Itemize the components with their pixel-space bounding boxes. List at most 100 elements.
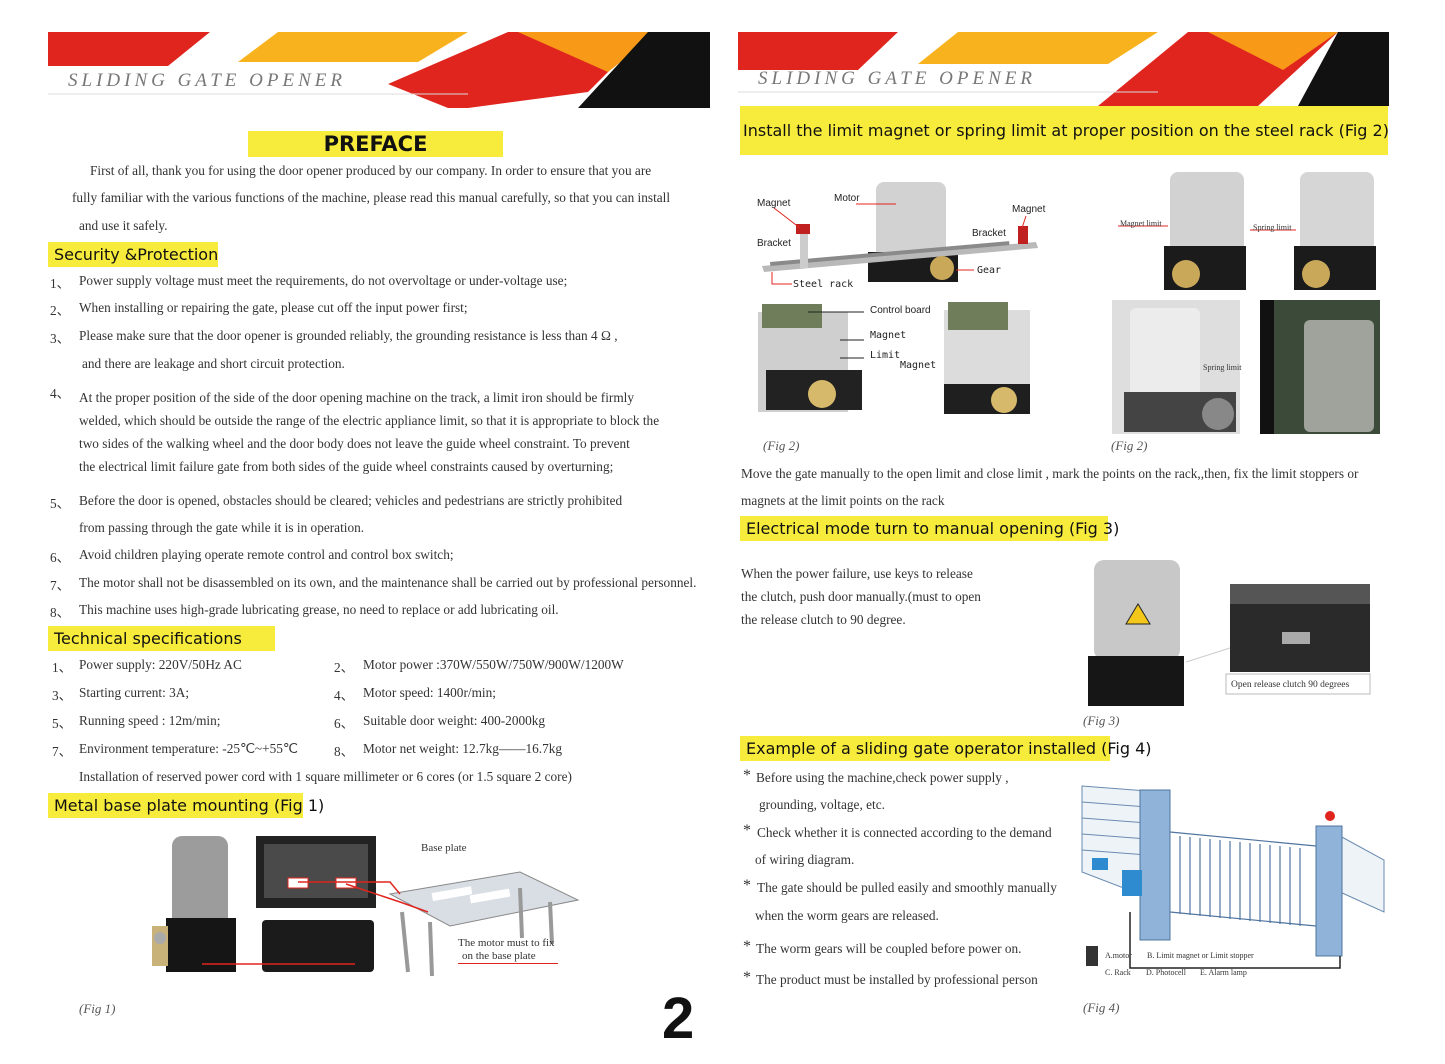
- banner-black-wedge: [578, 32, 710, 108]
- security-item-line: At the proper position of the side of th…: [79, 390, 635, 405]
- fig1-caption: (Fig 1): [79, 1001, 116, 1016]
- limit-text-line: magnets at the limit points on the rack: [741, 493, 945, 508]
- security-item-num: 4、: [50, 386, 70, 401]
- fig2-label: Limit: [870, 350, 901, 361]
- page-number: 2: [662, 986, 695, 1051]
- security-item-num: 2、: [50, 303, 70, 318]
- specs-heading: Technical specifications: [48, 626, 275, 651]
- bullet-line: when the worm gears are released.: [755, 908, 939, 923]
- bullet-line: grounding, voltage, etc.: [759, 797, 885, 812]
- limit-heading: Install the limit magnet or spring limit…: [740, 106, 1389, 155]
- fig4-legend: A.motor: [1105, 951, 1132, 960]
- banner-black-wedge: [1298, 32, 1389, 106]
- preface-line: fully familiar with the various function…: [72, 190, 671, 205]
- fig2-caption-left: (Fig 2): [763, 438, 800, 453]
- fig2-label: Spring limit: [1203, 363, 1242, 372]
- spec-num: 2、: [334, 660, 354, 675]
- fig4-legend: B. Limit magnet or Limit stopper: [1147, 951, 1254, 960]
- right-banner-title: SLIDING GATE OPENER: [758, 68, 1036, 89]
- fig2-label: Spring limit: [1253, 223, 1292, 232]
- fig2-control-board-photo: [758, 302, 1030, 414]
- security-heading: Security &Protection: [48, 242, 218, 267]
- preface-heading-text: PREFACE: [323, 132, 428, 156]
- security-item-num: 1、: [50, 276, 70, 291]
- electrical-line: When the power failure, use keys to rele…: [741, 566, 973, 581]
- clutch-label: Open release clutch 90 degrees: [1231, 680, 1350, 690]
- bullet-star: *: [743, 822, 751, 839]
- fig4-diagram: [1081, 785, 1385, 969]
- electrical-heading: Electrical mode turn to manual opening (…: [740, 516, 1119, 541]
- motor-note-underline: [458, 963, 558, 964]
- fig2-label: Magnet: [1012, 204, 1046, 215]
- example-heading: Example of a sliding gate operator insta…: [740, 736, 1152, 761]
- bullet-star: *: [743, 767, 751, 784]
- spec-note: Installation of reserved power cord with…: [79, 769, 572, 784]
- bullet-star: *: [743, 969, 751, 986]
- fig2-motor-rack-photo: [762, 182, 1038, 285]
- motor-note: on the base plate: [462, 950, 536, 962]
- bullet-line: The gate should be pulled easily and smo…: [757, 880, 1057, 895]
- preface-heading: PREFACE: [248, 131, 503, 157]
- banner-orange-stripe: [238, 32, 468, 62]
- spec-value: Motor power :370W/550W/750W/900W/1200W: [363, 657, 624, 672]
- fig2-label: Steel rack: [793, 279, 854, 290]
- fig2-label: Magnet limit: [1120, 219, 1162, 228]
- spec-value: Suitable door weight: 400-2000kg: [363, 713, 546, 728]
- spec-value: Running speed : 12m/min;: [79, 713, 221, 728]
- spec-value: Environment temperature: -25℃~+55℃: [79, 741, 298, 756]
- spec-num: 7、: [52, 744, 72, 759]
- fig2-label: Magnet: [900, 360, 937, 371]
- security-item-line: Avoid children playing operate remote co…: [79, 547, 454, 562]
- fig4-legend: C. Rack: [1105, 968, 1131, 977]
- security-item-line: welded, which should be outside the rang…: [79, 413, 660, 428]
- security-item-num: 7、: [50, 578, 70, 593]
- banner-orange-wedge: [1208, 32, 1338, 70]
- banner-orange-stripe: [918, 32, 1158, 64]
- left-banner: [48, 32, 710, 108]
- mounting-heading-text: Metal base plate mounting (Fig 1): [54, 796, 325, 815]
- spec-value: Power supply: 220V/50Hz AC: [79, 657, 242, 672]
- electrical-line: the clutch, push door manually.(must to …: [741, 589, 981, 604]
- security-item-line: Please make sure that the door opener is…: [79, 328, 618, 343]
- security-item-line: The motor shall not be disassembled on i…: [79, 575, 697, 590]
- spec-num: 6、: [334, 716, 354, 731]
- fig2-label: Control board: [870, 305, 931, 316]
- fig2-label: Motor: [834, 193, 860, 204]
- bullet-line: The product must be installed by profess…: [756, 972, 1038, 987]
- fig4-caption: (Fig 4): [1083, 1000, 1120, 1015]
- fig2-label: Magnet: [757, 198, 791, 209]
- electrical-line: the release clutch to 90 degree.: [741, 612, 906, 627]
- fig4-legend: E. Alarm lamp: [1200, 968, 1247, 977]
- mounting-heading: Metal base plate mounting (Fig 1): [48, 793, 324, 818]
- preface-line: and use it safely.: [79, 218, 168, 233]
- preface-line: First of all, thank you for using the do…: [90, 163, 652, 178]
- security-item-line: Power supply voltage must meet the requi…: [79, 273, 568, 288]
- security-item-line: the electrical limit failure gate from b…: [79, 459, 614, 474]
- spec-value: Starting current: 3A;: [79, 685, 190, 700]
- fig2-label: Gear: [977, 265, 1002, 276]
- bullet-star: *: [743, 877, 751, 894]
- fig2-label: Bracket: [757, 238, 791, 249]
- banner-red-stripe: [48, 32, 210, 66]
- spec-num: 3、: [52, 688, 72, 703]
- spec-num: 1、: [52, 660, 72, 675]
- banner-red-stripe: [738, 32, 898, 70]
- fig2-label: Bracket: [972, 228, 1006, 239]
- bullet-line: Before using the machine,check power sup…: [756, 770, 1009, 785]
- electrical-heading-text: Electrical mode turn to manual opening (…: [746, 519, 1120, 538]
- fig3-photo: [1088, 560, 1371, 706]
- example-heading-text: Example of a sliding gate operator insta…: [746, 739, 1152, 758]
- fig2-label: Magnet: [870, 330, 907, 341]
- security-item-num: 5、: [50, 496, 70, 511]
- spec-num: 4、: [334, 688, 354, 703]
- banner-orange-wedge: [518, 32, 658, 72]
- rack-teeth: [770, 241, 1010, 266]
- fig3-caption: (Fig 3): [1083, 713, 1120, 728]
- spec-value: Motor net weight: 12.7kg——16.7kg: [363, 741, 563, 756]
- bullet-star: *: [743, 938, 751, 955]
- bullet-line: The worm gears will be coupled before po…: [756, 941, 1022, 956]
- limit-text-line: Move the gate manually to the open limit…: [741, 466, 1359, 481]
- security-item-line: two sides of the walking wheel and the d…: [79, 436, 630, 451]
- fig2-limit-photos: [1112, 172, 1380, 434]
- bullet-line: Check whether it is connected according …: [757, 825, 1052, 840]
